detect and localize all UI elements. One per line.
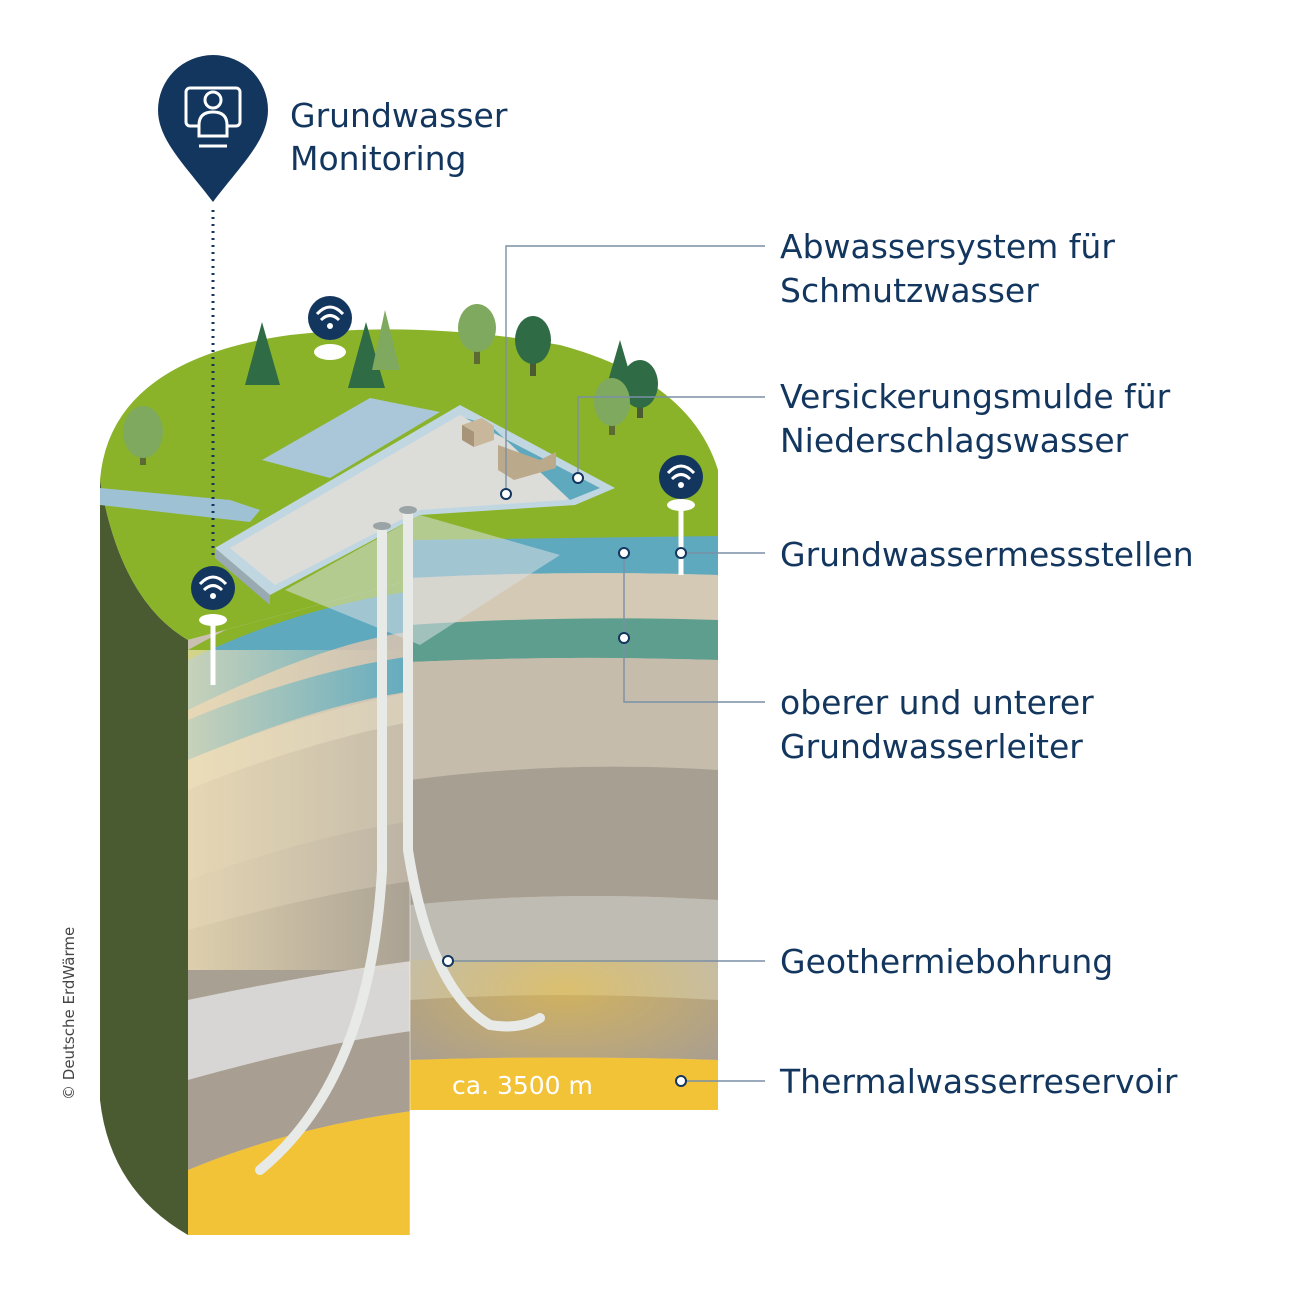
cylinder-outer-wall	[100, 480, 188, 1235]
label-abwasser-line1: Abwassersystem für	[780, 227, 1115, 266]
label-abwasser-line2: Schmutzwasser	[780, 271, 1039, 310]
side-field	[262, 398, 440, 478]
monitoring-sensor-left	[191, 566, 235, 685]
monitoring-sensor-top	[308, 296, 352, 360]
geothermal-wells	[255, 506, 545, 1175]
depth-label: ca. 3500 m	[452, 1071, 593, 1100]
copyright-note: © Deutsche ErdWärme	[60, 927, 78, 1100]
label-bohrung: Geothermiebohrung	[780, 942, 1113, 981]
road	[100, 488, 260, 522]
monitoring-title-line1: Grundwasser	[290, 96, 508, 135]
monitoring-person-screen-icon	[184, 86, 242, 148]
trees	[123, 304, 658, 465]
monitoring-title-line2: Monitoring	[290, 139, 466, 178]
callout-leaders	[442, 245, 765, 1087]
label-leiter-line1: oberer und unterer	[780, 683, 1094, 722]
site-buildings	[462, 418, 556, 480]
label-reservoir: Thermalwasserreservoir	[779, 1062, 1178, 1101]
label-messstellen: Grundwassermessstellen	[780, 535, 1194, 574]
monitoring-sensor-right	[659, 455, 703, 575]
label-leiter-line2: Grundwasserleiter	[780, 727, 1083, 766]
monitoring-map-pin	[158, 55, 268, 555]
label-versickerung-line2: Niederschlagswasser	[780, 421, 1129, 460]
right-strata	[410, 525, 718, 1110]
label-versickerung-line1: Versickerungsmulde für	[780, 377, 1171, 416]
